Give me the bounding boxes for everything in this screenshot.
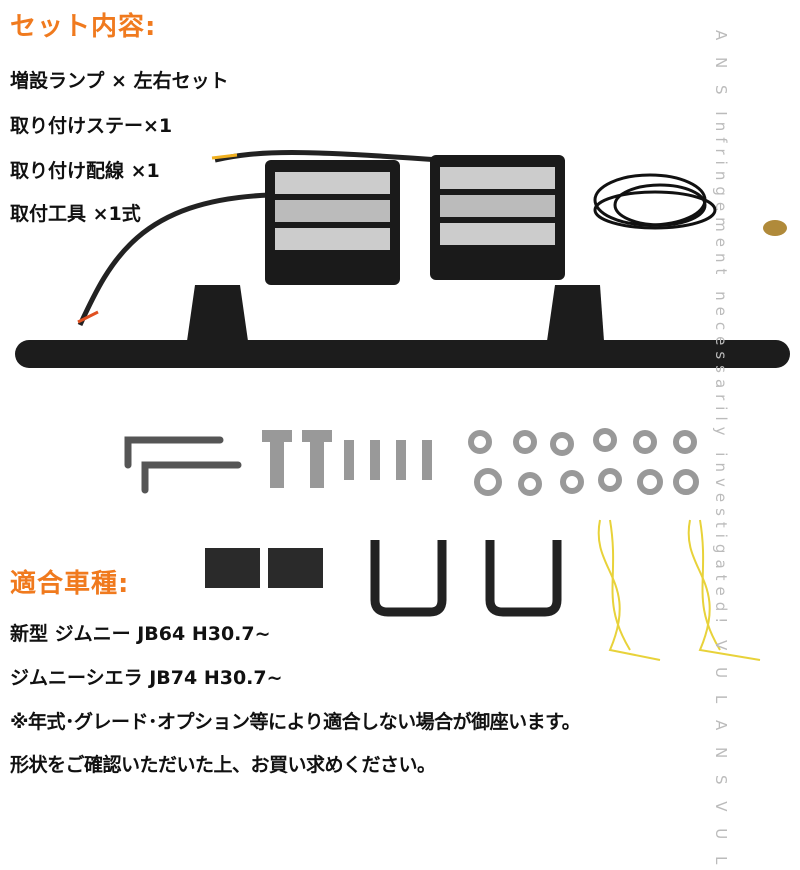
compatibility-note: ※年式･グレード･オプション等により適合しない場合が御座います。 [10,711,581,733]
led-lamp-left [265,160,400,285]
product-photo [15,150,790,661]
compatible-model: 新型 ジムニー JB64 H30.7~ [10,623,271,645]
nuts-washers [468,428,699,496]
set-item: 増設ランプ × 左右セット [10,70,229,92]
set-contents-heading: セット内容: [10,12,157,42]
watermark: A N S Infringement necessarily investiga… [712,30,730,870]
hex-wrenches [124,436,242,494]
led-lamp-right [430,155,565,280]
mounting-bar [15,285,790,368]
switch [763,220,787,236]
compatible-model: ジムニーシエラ JB74 H30.7~ [10,667,283,689]
wiring-harness [593,173,717,230]
compatibility-heading: 適合車種: [10,569,130,599]
bolts [262,430,432,488]
yellow-wires [597,519,761,661]
lamp-cable [214,150,441,163]
lamp-cable [77,192,271,327]
set-item: 取り付けステー×1 [10,115,173,137]
rubber-pads [205,548,323,588]
set-item: 取り付け配線 ×1 [10,160,160,182]
u-brackets [370,540,562,617]
compatibility-note: 形状をご確認いただいた上、お買い求めください。 [10,754,436,776]
set-item: 取付工具 ×1式 [10,203,141,225]
